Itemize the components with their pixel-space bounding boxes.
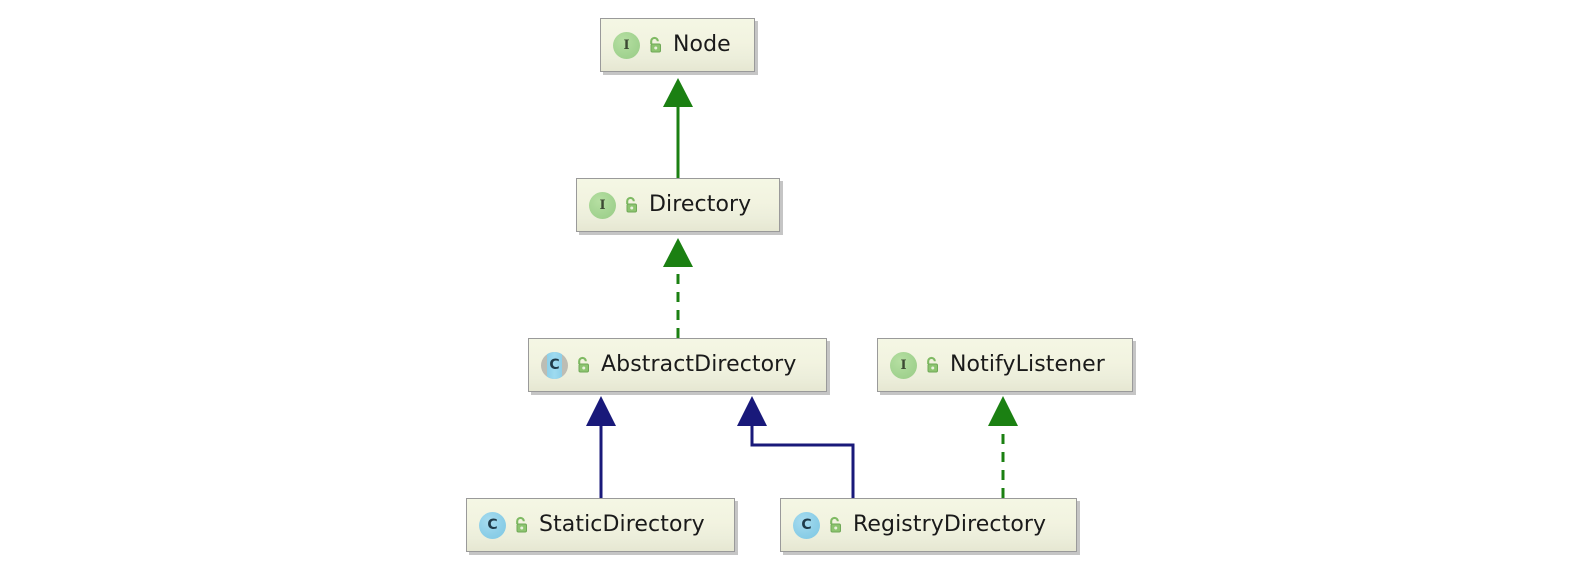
open-padlock-icon xyxy=(647,36,663,54)
node-label: Directory xyxy=(649,192,752,217)
node-label: RegistryDirectory xyxy=(853,512,1047,537)
open-padlock-icon xyxy=(827,516,843,534)
open-padlock-icon xyxy=(513,516,529,534)
uml-node-notify-listener[interactable]: I NotifyListener xyxy=(877,338,1133,392)
edge-abstractdirectory-to-directory xyxy=(663,238,693,338)
interface-icon: I xyxy=(890,351,917,379)
interface-icon: I xyxy=(589,191,616,219)
open-padlock-icon xyxy=(575,356,591,374)
node-label: NotifyListener xyxy=(950,352,1105,377)
uml-node-node[interactable]: I Node xyxy=(600,18,755,72)
uml-node-static-directory[interactable]: C StaticDirectory xyxy=(466,498,735,552)
edge-directory-to-node xyxy=(663,78,693,178)
class-icon: C xyxy=(793,511,820,539)
abstract-class-glyph: C xyxy=(549,357,560,373)
edge-registrydirectory-to-notifylistener xyxy=(988,396,1018,498)
uml-node-directory[interactable]: I Directory xyxy=(576,178,780,232)
edge-staticdirectory-to-abstractdirectory xyxy=(586,396,616,498)
uml-node-registry-directory[interactable]: C RegistryDirectory xyxy=(780,498,1077,552)
uml-node-abstract-directory[interactable]: C AbstractDirectory xyxy=(528,338,827,392)
open-padlock-icon xyxy=(924,356,940,374)
open-padlock-icon xyxy=(623,196,639,214)
node-label: AbstractDirectory xyxy=(601,352,797,377)
node-label: Node xyxy=(673,32,731,57)
interface-icon: I xyxy=(613,31,640,59)
node-label: StaticDirectory xyxy=(539,512,705,537)
edge-registrydirectory-to-abstractdirectory xyxy=(737,396,855,498)
abstract-class-icon: C xyxy=(541,351,568,379)
class-icon: C xyxy=(479,511,506,539)
